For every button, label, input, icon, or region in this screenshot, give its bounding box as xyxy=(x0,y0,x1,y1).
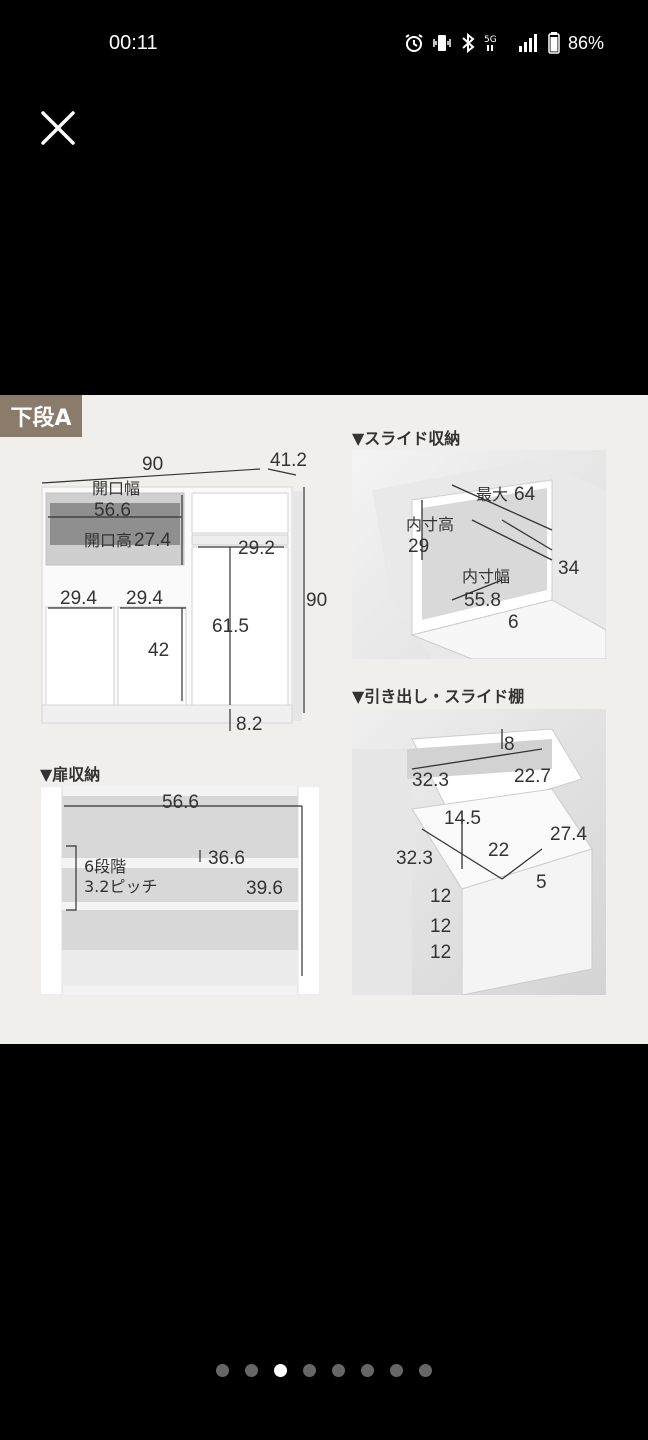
slide-inner-height-label: 内寸高 xyxy=(406,515,455,534)
vibrate-icon xyxy=(433,35,451,51)
drawer-shelf-photo xyxy=(352,709,606,995)
alarm-icon xyxy=(405,34,423,52)
pitch-2: 12 xyxy=(430,916,452,937)
svg-text:5G: 5G xyxy=(484,35,497,45)
side-width: 27.4 xyxy=(550,824,587,845)
side-gap: 5 xyxy=(536,872,547,893)
door-steps-label: 6段階 xyxy=(84,857,127,876)
cabinet-width: 90 xyxy=(142,454,164,475)
shelf-depth: 32.3 xyxy=(396,848,433,869)
page-dot-1[interactable] xyxy=(216,1364,229,1377)
door-storage-drawing xyxy=(40,786,320,995)
door-pitch-label: 3.2ピッチ xyxy=(84,877,158,896)
slide-depth: 34 xyxy=(558,558,580,579)
slide-storage-drawing xyxy=(372,460,606,659)
slide-storage-title: ▼スライド収納 xyxy=(352,429,461,448)
opening-height: 27.4 xyxy=(134,530,171,551)
bluetooth-icon xyxy=(462,33,475,53)
mid-door-width: 29.4 xyxy=(126,588,163,609)
section-badge: 下段A xyxy=(0,395,82,437)
shelf-width: 22 xyxy=(488,840,510,861)
close-button[interactable] xyxy=(38,108,78,148)
page-dot-8[interactable] xyxy=(419,1364,432,1377)
page-dot-5[interactable] xyxy=(332,1364,345,1377)
page-dot-7[interactable] xyxy=(390,1364,403,1377)
battery-icon xyxy=(548,32,560,54)
status-bar: 00:11 5G 86% xyxy=(0,0,648,88)
drawer-depth: 32.3 xyxy=(412,770,449,791)
drawer-width: 22.7 xyxy=(514,766,551,787)
drawer-shelf-title: ▼引き出し・スライド棚 xyxy=(352,687,525,706)
page-dot-4[interactable] xyxy=(303,1364,316,1377)
slide-inner-width: 55.8 xyxy=(464,590,501,611)
pitch-1: 12 xyxy=(430,886,452,907)
image-viewer[interactable]: 下段A 90 41.2 開口幅 56.6 開口高 27.4 29.2 29.4 xyxy=(0,395,648,1044)
slide-storage-photo xyxy=(352,450,606,659)
cabinet-depth: 41.2 xyxy=(270,450,307,471)
pagination xyxy=(0,1364,648,1377)
shelf-height: 14.5 xyxy=(444,808,481,829)
left-door-width: 29.4 xyxy=(60,588,97,609)
opening-width: 56.6 xyxy=(94,500,131,521)
door-height: 42 xyxy=(148,640,170,661)
status-time: 00:11 xyxy=(109,32,158,54)
signal-icon xyxy=(518,34,537,52)
slide-max-label: 最大 xyxy=(476,485,509,504)
slide-inner-width-label: 内寸幅 xyxy=(462,567,511,586)
door-storage-width: 56.6 xyxy=(162,792,199,813)
slide-gap: 6 xyxy=(508,612,519,633)
status-icons: 5G 86% xyxy=(404,32,604,54)
right-door-width: 29.2 xyxy=(238,538,275,559)
opening-height-label: 開口高 xyxy=(84,531,133,550)
drawer-shelf-drawing xyxy=(352,728,593,995)
page-dot-6[interactable] xyxy=(361,1364,374,1377)
battery-percent: 86% xyxy=(567,32,604,53)
base-height: 8.2 xyxy=(236,714,263,735)
total-height: 90 xyxy=(306,590,328,611)
cabinet-illustration xyxy=(41,468,305,731)
page-dot-2[interactable] xyxy=(245,1364,258,1377)
door-storage-height: 39.6 xyxy=(246,878,283,899)
door-storage-photo xyxy=(40,786,320,995)
5g-icon: 5G xyxy=(484,35,497,51)
right-height: 61.5 xyxy=(212,616,249,637)
door-shelf-gap: 36.6 xyxy=(208,848,245,869)
page-dot-3[interactable] xyxy=(274,1364,287,1377)
door-storage-title: ▼扉収納 xyxy=(40,765,101,784)
slide-inner-height: 29 xyxy=(408,536,430,557)
opening-width-label: 開口幅 xyxy=(92,479,141,498)
close-icon xyxy=(41,111,75,145)
slide-max: 64 xyxy=(514,484,536,505)
pitch-3: 12 xyxy=(430,942,452,963)
drawer-height: 8 xyxy=(504,734,515,755)
